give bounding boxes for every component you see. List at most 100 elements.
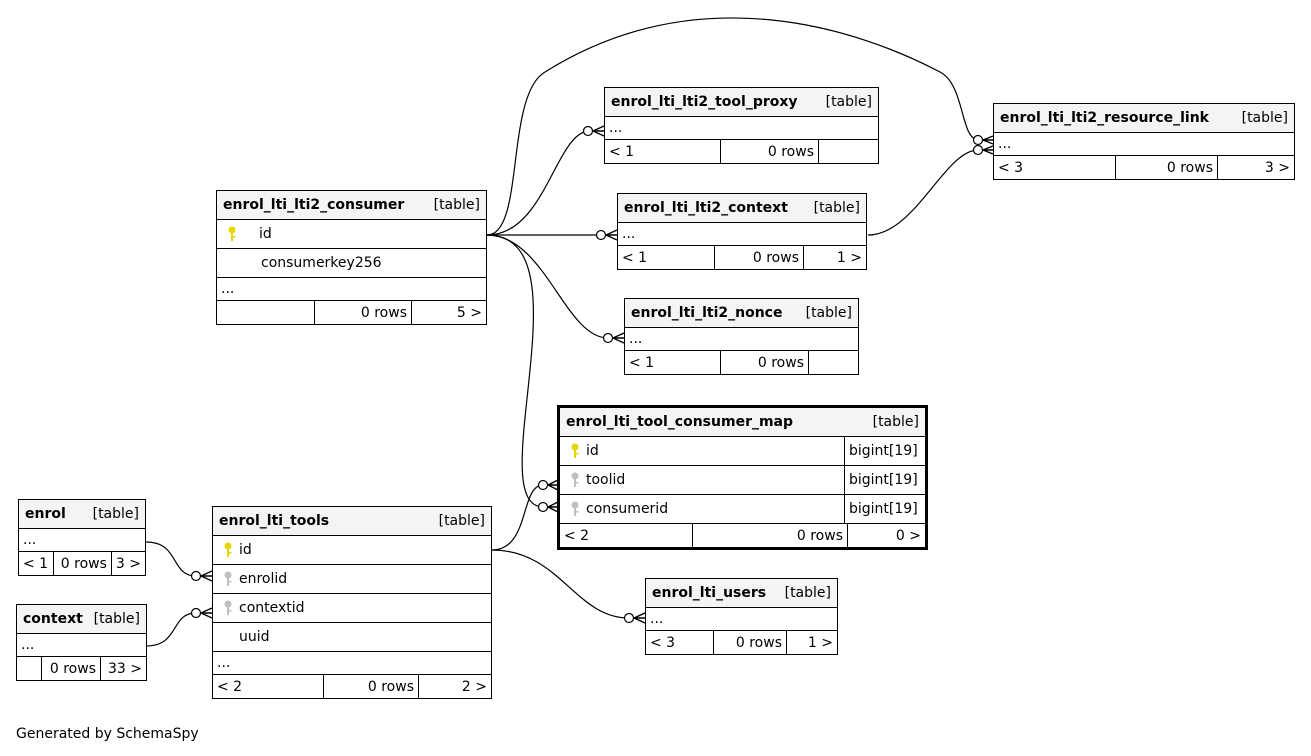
table-enrol-lti-lti2-tool-proxy[interactable]: enrol_lti_lti2_tool_proxy [table] ... < … — [604, 87, 879, 164]
children-count[interactable] — [808, 351, 858, 374]
column-name: enrolid — [239, 571, 288, 587]
row-count: 0 rows — [1115, 156, 1217, 179]
edge-context-resource-link — [867, 149, 979, 236]
foreign-key-icon — [224, 571, 232, 586]
column-type: bigint[19] — [844, 466, 925, 494]
column-row-contextid[interactable]: contextid — [213, 594, 491, 623]
table-type-tag: [table] — [433, 197, 480, 213]
table-enrol-lti-lti2-nonce[interactable]: enrol_lti_lti2_nonce [table] ... < 1 0 r… — [624, 298, 859, 375]
parents-count[interactable]: < 2 — [564, 527, 590, 544]
column-row-id[interactable]: id — [217, 220, 486, 249]
table-header: enrol_lti_lti2_resource_link [table] — [994, 104, 1294, 133]
table-name: enrol_lti_tool_consumer_map — [566, 414, 794, 430]
crowfoot-marker — [633, 612, 646, 624]
parents-count[interactable]: < 3 — [998, 159, 1024, 176]
cardinality-circle — [602, 332, 614, 344]
column-row-uuid[interactable]: uuid — [213, 623, 491, 652]
column-type: bigint[19] — [844, 437, 925, 465]
edge-consumer-tool-proxy — [486, 130, 589, 236]
table-header: enrol [table] — [19, 500, 145, 529]
children-count[interactable]: 2 > — [418, 675, 491, 698]
parents-count[interactable]: < 1 — [23, 555, 49, 572]
table-type-tag: [table] — [813, 200, 860, 216]
primary-key-icon — [571, 443, 579, 458]
parents-count[interactable] — [217, 301, 314, 324]
more-columns-ellipsis: ... — [213, 652, 491, 675]
parents-count[interactable]: < 3 — [650, 634, 676, 651]
foreign-key-icon — [224, 600, 232, 615]
table-type-tag: [table] — [93, 611, 140, 627]
parents-count[interactable]: < 2 — [217, 678, 243, 695]
crowfoot-marker — [982, 135, 994, 145]
column-row-toolid[interactable]: toolid bigint[19] — [560, 466, 925, 495]
table-enrol-lti-lti2-consumer[interactable]: enrol_lti_lti2_consumer [table] id consu… — [216, 190, 487, 325]
edge-tools-users — [491, 549, 630, 619]
row-count: 0 rows — [41, 657, 100, 680]
table-name: enrol_lti_users — [652, 585, 767, 601]
column-name: id — [259, 226, 272, 242]
table-footer: 0 rows 33 > — [17, 657, 146, 680]
table-enrol[interactable]: enrol [table] ... < 1 0 rows 3 > — [18, 499, 146, 576]
more-columns-ellipsis: ... — [19, 529, 145, 552]
column-name: uuid — [239, 629, 270, 645]
row-count: 0 rows — [713, 631, 786, 654]
table-type-tag: [table] — [92, 506, 139, 522]
row-count: 0 rows — [692, 524, 847, 547]
table-enrol-lti-lti2-context[interactable]: enrol_lti_lti2_context [table] ... < 1 0… — [617, 193, 867, 270]
foreign-key-icon — [571, 501, 579, 516]
row-count: 0 rows — [314, 301, 411, 324]
primary-key-icon — [228, 226, 236, 241]
column-name: id — [239, 542, 252, 558]
children-count[interactable]: 3 > — [110, 552, 145, 575]
column-row-enrolid[interactable]: enrolid — [213, 565, 491, 594]
table-type-tag: [table] — [805, 305, 852, 321]
table-name: enrol — [25, 506, 66, 522]
children-count[interactable]: 5 > — [411, 301, 486, 324]
crowfoot-marker — [547, 501, 559, 513]
table-footer: < 1 0 rows 3 > — [19, 552, 145, 575]
parents-count[interactable]: < 1 — [629, 354, 655, 371]
cardinality-circle — [972, 144, 984, 156]
parents-count[interactable] — [17, 657, 41, 680]
more-columns-ellipsis: ... — [605, 117, 878, 140]
crowfoot-marker — [612, 332, 625, 344]
table-name: enrol_lti_lti2_consumer — [223, 197, 405, 213]
children-count[interactable]: 0 > — [847, 524, 925, 547]
table-header: enrol_lti_lti2_tool_proxy [table] — [605, 88, 878, 117]
table-name: enrol_lti_lti2_context — [624, 200, 788, 216]
generated-by-footer: Generated by SchemaSpy — [16, 726, 199, 742]
children-count[interactable] — [818, 140, 878, 163]
primary-key-icon — [224, 542, 232, 557]
column-row-id[interactable]: id — [213, 536, 491, 565]
column-type: bigint[19] — [844, 495, 925, 523]
column-row-id[interactable]: id bigint[19] — [560, 437, 925, 466]
children-count[interactable]: 3 > — [1217, 156, 1294, 179]
cardinality-circle — [537, 501, 549, 513]
cardinality-circle — [190, 570, 202, 582]
column-row-consumerkey256[interactable]: consumerkey256 — [217, 249, 486, 278]
children-count[interactable]: 1 > — [786, 631, 837, 654]
cardinality-circle — [582, 125, 594, 137]
table-context[interactable]: context [table] ... 0 rows 33 > — [16, 604, 147, 681]
row-count: 0 rows — [720, 351, 808, 374]
more-columns-ellipsis: ... — [994, 133, 1294, 156]
table-enrol-lti-tool-consumer-map[interactable]: enrol_lti_tool_consumer_map [table] id b… — [557, 405, 928, 550]
crowfoot-marker — [605, 229, 618, 241]
column-row-consumerid[interactable]: consumerid bigint[19] — [560, 495, 925, 524]
cardinality-circle — [623, 612, 635, 624]
children-count[interactable]: 1 > — [803, 246, 866, 269]
table-name: enrol_lti_lti2_resource_link — [1000, 110, 1209, 126]
edge-enrol-tools — [145, 541, 197, 577]
column-name: consumerid — [586, 501, 669, 517]
row-count: 0 rows — [52, 552, 111, 575]
table-type-tag: [table] — [825, 94, 872, 110]
children-count[interactable]: 33 > — [100, 657, 146, 680]
table-enrol-lti-tools[interactable]: enrol_lti_tools [table] id enrolid conte… — [212, 506, 492, 699]
parents-count[interactable]: < 1 — [609, 143, 635, 160]
table-enrol-lti-lti2-resource-link[interactable]: enrol_lti_lti2_resource_link [table] ...… — [993, 103, 1295, 180]
table-enrol-lti-users[interactable]: enrol_lti_users [table] ... < 3 0 rows 1… — [645, 578, 838, 655]
edge-tools-tool-consumer-map — [491, 484, 544, 551]
parents-count[interactable]: < 1 — [622, 249, 648, 266]
cardinality-circle — [972, 134, 984, 146]
